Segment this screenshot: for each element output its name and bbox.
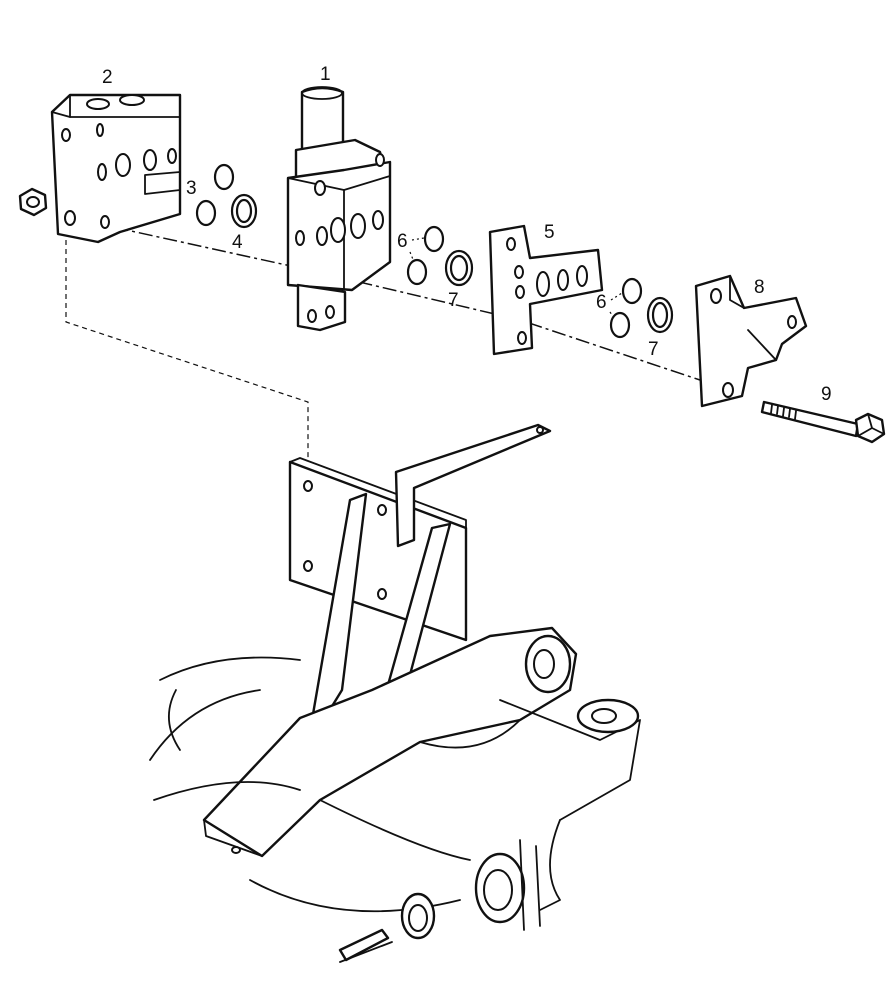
part-2-end-block <box>50 93 182 244</box>
callout-6-second: 6 <box>596 292 607 313</box>
part-7-o-ring-first <box>444 249 474 287</box>
callout-labels: 1 2 3 4 5 6 7 6 7 8 9 <box>102 64 832 405</box>
mounting-guide-line <box>65 240 309 458</box>
callout-7-second: 7 <box>648 339 659 360</box>
callout-3: 3 <box>186 178 197 199</box>
part-5-t-plate <box>488 224 604 356</box>
nut-part <box>18 187 48 217</box>
part-4-o-ring <box>230 193 258 229</box>
part-6-o-rings-first <box>406 225 445 286</box>
callout-1: 1 <box>320 64 331 85</box>
callout-8: 8 <box>754 277 765 298</box>
part-3-o-rings <box>195 163 235 227</box>
front-axle-housing <box>149 626 641 963</box>
leader-6-second <box>609 292 623 319</box>
part-9-bolt <box>760 400 886 444</box>
callout-2: 2 <box>102 67 113 88</box>
part-6-o-rings-second <box>609 277 643 339</box>
assembly-axis-line <box>89 221 701 381</box>
callout-5: 5 <box>544 222 555 243</box>
callout-4: 4 <box>232 232 243 253</box>
part-8-end-bracket <box>694 274 808 408</box>
callout-9: 9 <box>821 384 832 405</box>
callout-6-first: 6 <box>397 231 408 252</box>
part-1-control-valve <box>286 86 392 332</box>
callout-7-first: 7 <box>448 290 459 311</box>
leader-6-first <box>409 237 425 263</box>
part-7-o-ring-second <box>646 296 674 334</box>
